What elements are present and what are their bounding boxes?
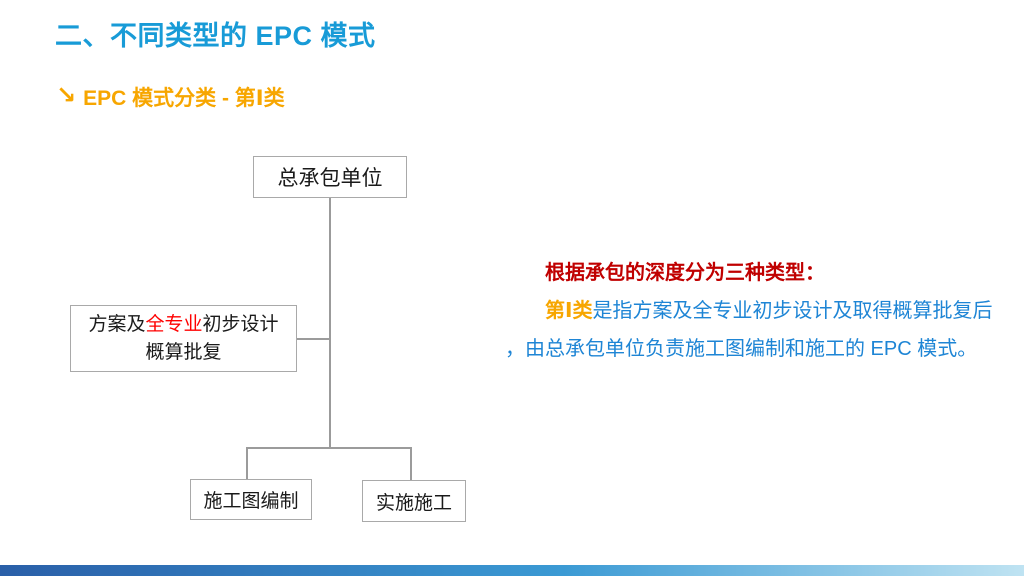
arrow-down-right-icon: ↘ xyxy=(56,82,77,109)
description-line2: 第Ⅰ类是指方案及全专业初步设计及取得概算批复后 xyxy=(505,292,1020,330)
footer-accent-bar xyxy=(0,565,1024,576)
description-text: 根据承包的深度分为三种类型： 第Ⅰ类是指方案及全专业初步设计及取得概算批复后 ，… xyxy=(505,254,1020,368)
diagram-box-construction-drawing: 施工图编制 xyxy=(190,479,312,520)
box-label: 总承包单位 xyxy=(277,167,383,190)
box-label-line2: 概算批复 xyxy=(145,341,222,363)
class-label: 第Ⅰ类 xyxy=(545,300,593,322)
connector-horizontal-bottom xyxy=(246,447,411,449)
box-label: 实施施工 xyxy=(375,492,452,514)
description-line2-text: 是指方案及全专业初步设计及取得概算批复后 xyxy=(592,300,993,322)
diagram-box-general-contractor: 总承包单位 xyxy=(253,156,407,198)
box-label-segment: 方案及 xyxy=(88,313,146,335)
description-line3: ，由总承包单位负责施工图编制和施工的 EPC 模式。 xyxy=(505,338,978,360)
section-subtitle: ↘ EPC 模式分类 - 第Ⅰ类 xyxy=(56,82,285,112)
box-label: 施工图编制 xyxy=(203,491,299,512)
connector-stub-left xyxy=(246,447,248,479)
box-label-highlight: 全专业 xyxy=(145,313,203,335)
subtitle-label: EPC 模式分类 - 第Ⅰ类 xyxy=(83,87,285,110)
page-title: 二、不同类型的 EPC 模式 xyxy=(55,21,376,51)
box-label-segment: 初步设计 xyxy=(202,313,279,335)
diagram-box-preliminary-design: 方案及全专业初步设计 概算批复 xyxy=(70,305,297,372)
box-label-line1: 方案及全专业初步设计 xyxy=(88,311,278,339)
connector-stub-right xyxy=(410,447,412,480)
description-heading: 根据承包的深度分为三种类型： xyxy=(545,262,825,284)
connector-vertical-main xyxy=(329,197,331,448)
diagram-box-construction-execution: 实施施工 xyxy=(362,480,466,522)
connector-to-left-box xyxy=(297,338,329,340)
